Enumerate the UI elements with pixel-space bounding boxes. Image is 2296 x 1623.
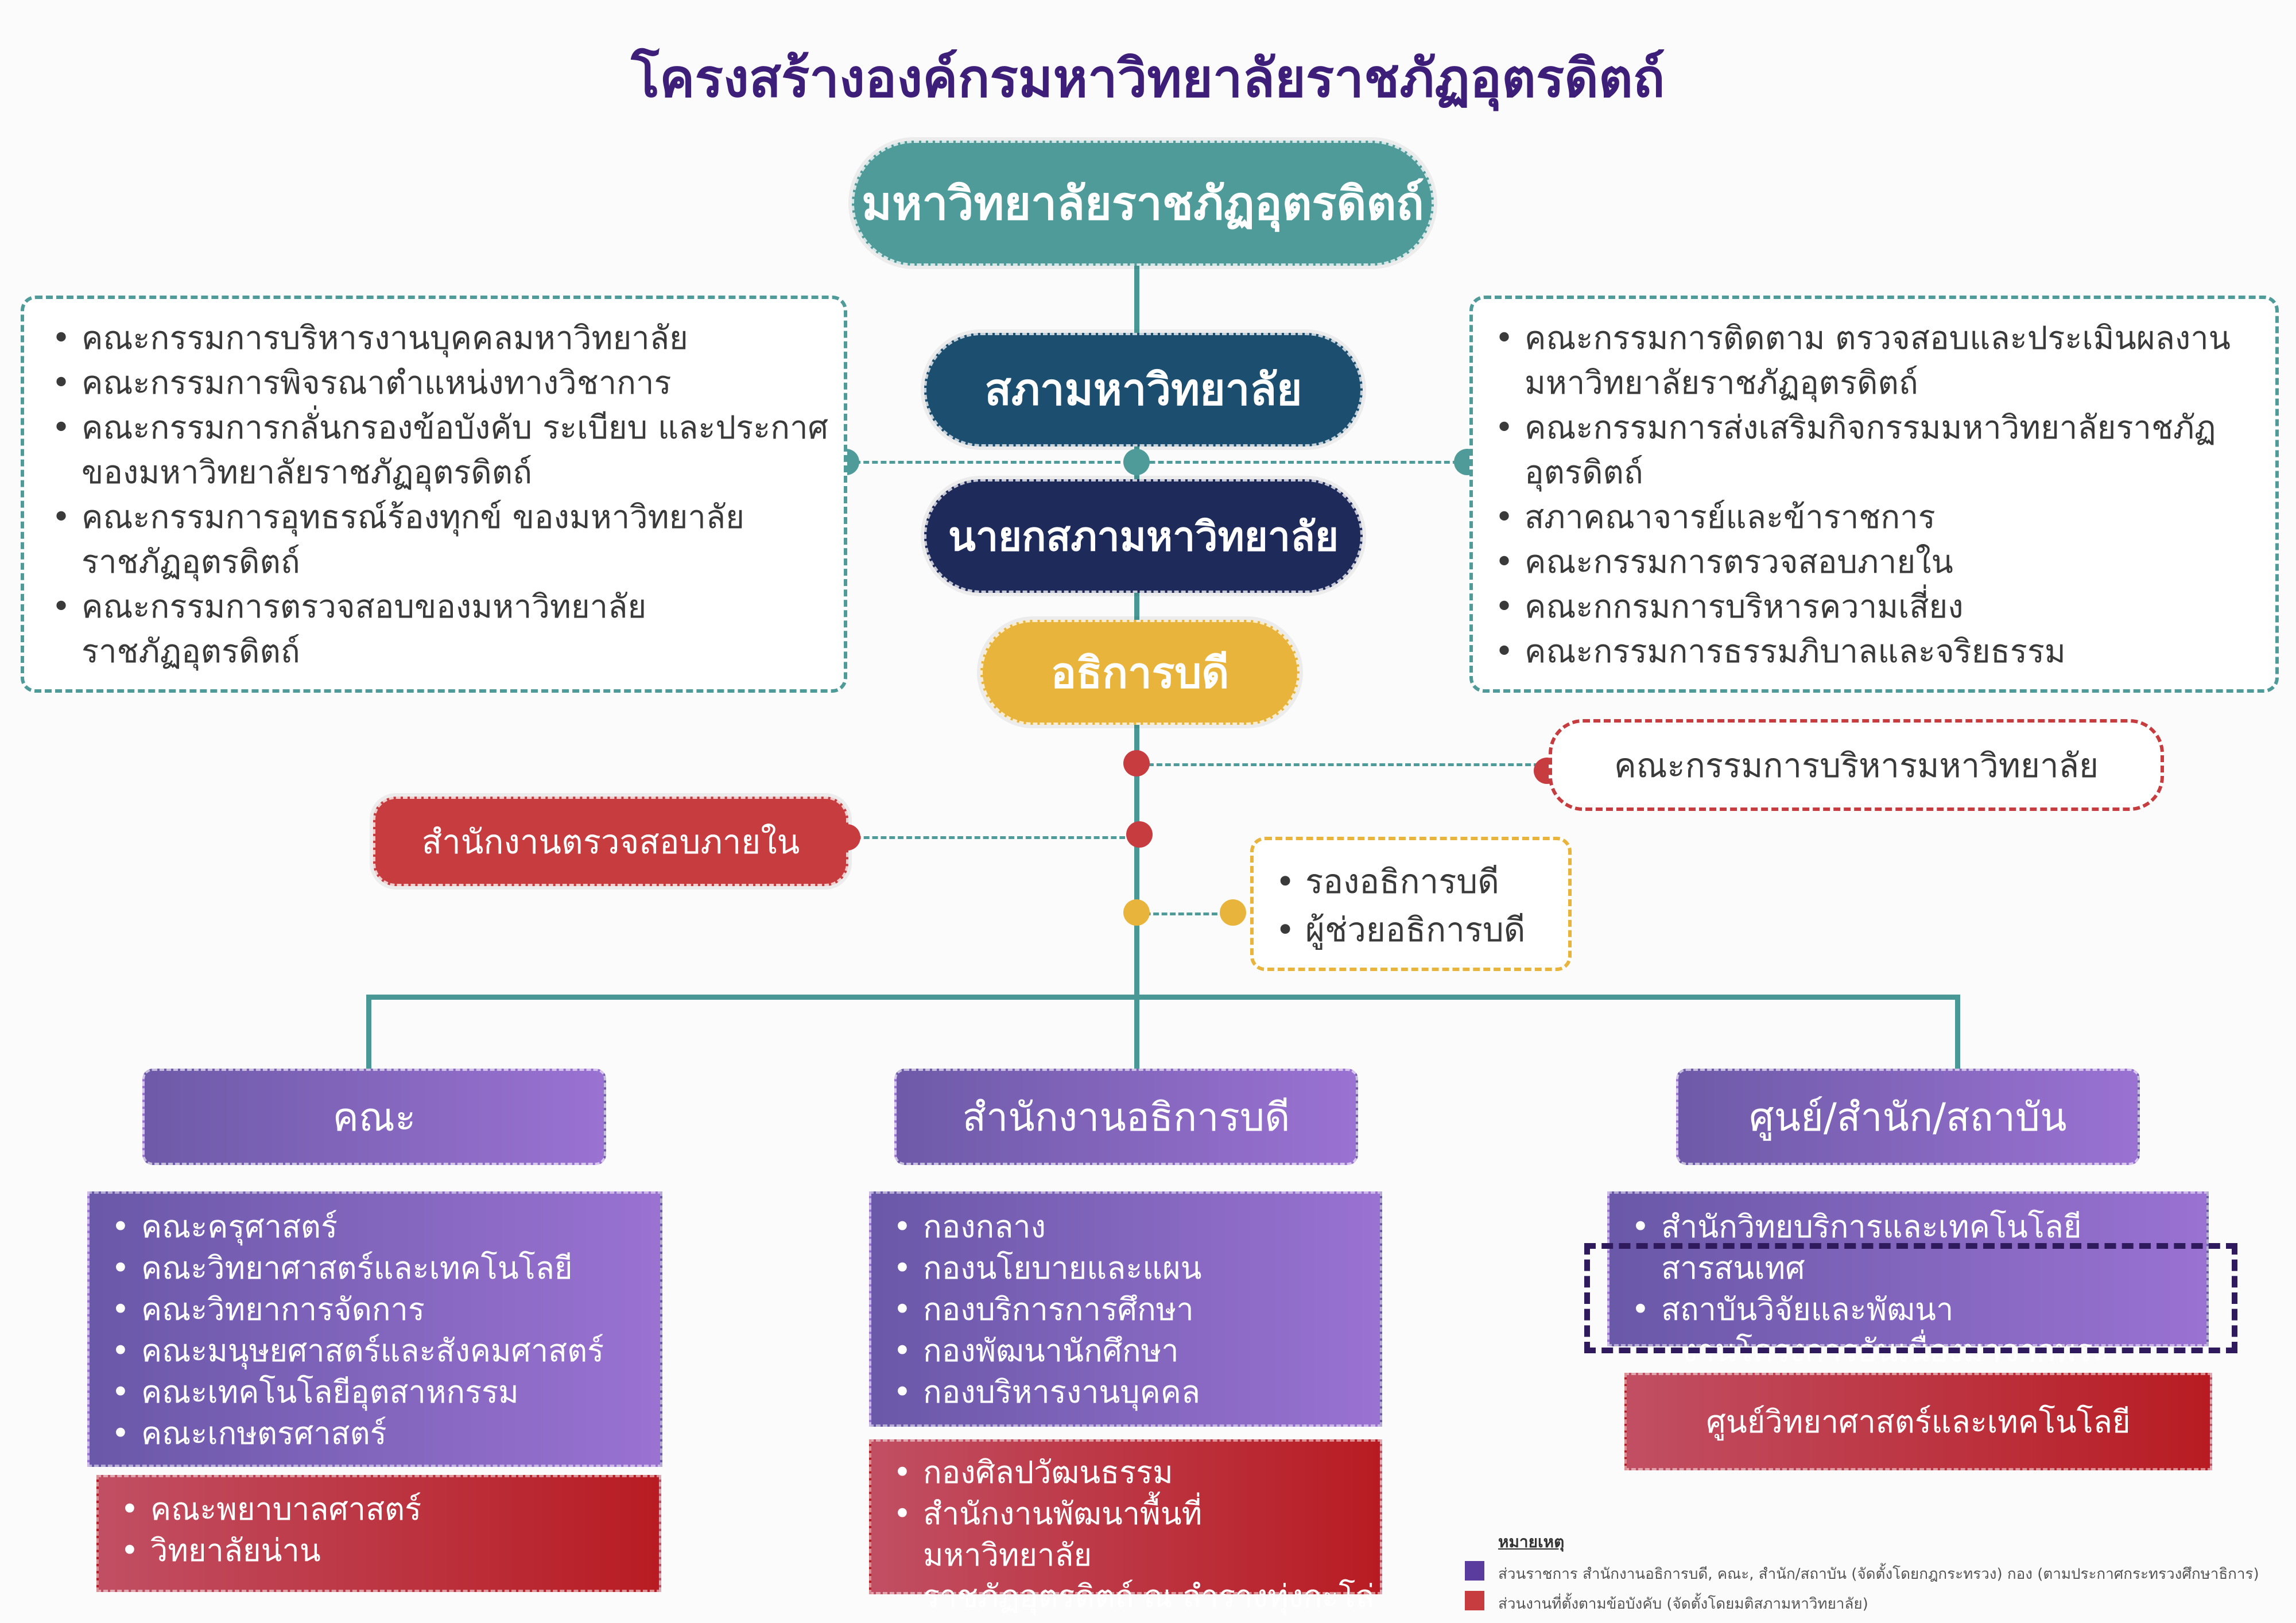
office-head-label: สำนักงานอธิการบดี bbox=[962, 1095, 1290, 1140]
vice-left-dot bbox=[1123, 899, 1150, 926]
exec-left-dot bbox=[1123, 750, 1150, 776]
exec-committee-label: คณะกรรมการบริหารมหาวิทยาลัย bbox=[1614, 746, 2099, 785]
list-item: กองนโยบายและแผน bbox=[883, 1248, 1380, 1289]
center-head-label: ศูนย์/สำนัก/สถาบัน bbox=[1749, 1095, 2067, 1140]
list-item: คณะกรรมการติดตาม ตรวจสอบและประเมินผลงานม… bbox=[1484, 316, 2231, 406]
list-item: สำนักวิทยบริการและเทคโนโลยีสารสนเทศ bbox=[1621, 1206, 2206, 1289]
list-item: กองพัฒนานักศึกษา bbox=[883, 1330, 1380, 1372]
list-item: คณะกรรมการส่งเสริมกิจกรรมมหาวิทยาลัยราชภ… bbox=[1484, 406, 2231, 495]
internal-audit-node[interactable]: สำนักงานตรวจสอบภายใน bbox=[373, 797, 848, 886]
audit-dashed-connector bbox=[847, 836, 1134, 839]
university-label: มหาวิทยาลัยราชภัฏอุตรดิตถ์ bbox=[862, 176, 1424, 230]
center-head[interactable]: ศูนย์/สำนัก/สถาบัน bbox=[1676, 1069, 2140, 1165]
office-head[interactable]: สำนักงานอธิการบดี bbox=[894, 1069, 1358, 1165]
list-item: วิทยาลัยน่าน bbox=[110, 1530, 659, 1571]
vice-item: รองอธิการบดี bbox=[1265, 857, 1525, 906]
list-item: คณะกรรมการบริหารงานบุคคลมหาวิทยาลัย bbox=[41, 316, 828, 361]
office-red-box: กองศิลปวัฒนธรรม สำนักงานพัฒนาพื้นที่ มหา… bbox=[869, 1439, 1382, 1614]
exec-dashed-connector bbox=[1139, 763, 1548, 766]
branch-connector bbox=[367, 995, 1960, 1000]
vice-box: รองอธิการบดี ผู้ช่วยอธิการบดี bbox=[1250, 837, 1572, 971]
faculty-head[interactable]: คณะ bbox=[142, 1069, 606, 1165]
left-committee-box: คณะกรรมการบริหารงานบุคคลมหาวิทยาลัย คณะก… bbox=[21, 296, 847, 693]
vice-right-dot bbox=[1220, 899, 1246, 926]
legend-red-text: ส่วนงานที่ตั้งตามข้อบังคับ (จัดตั้งโดยมต… bbox=[1498, 1595, 1868, 1613]
list-item: คณะกรรมการกลั่นกรองข้อบังคับ ระเบียบ และ… bbox=[41, 406, 828, 495]
council-label: สภามหาวิทยาลัย bbox=[984, 364, 1302, 415]
list-item: กองบริหารงานบุคคล bbox=[883, 1372, 1380, 1413]
council-president-label: นายกสภามหาวิทยาลัย bbox=[948, 512, 1339, 560]
list-item: คณะกรรมการอุทธรณ์ร้องทุกข์ ของมหาวิทยาลั… bbox=[41, 495, 828, 585]
president-label: อธิการบดี bbox=[1050, 648, 1230, 698]
list-item: คณะวิทยาการจัดการ bbox=[101, 1289, 660, 1330]
center-red-box[interactable]: ศูนย์วิทยาศาสตร์และเทคโนโลยี bbox=[1624, 1373, 2212, 1470]
list-item: คณะกรรมการพิจรณาตำแหน่งทางวิชาการ bbox=[41, 361, 828, 406]
legend-purple-text: ส่วนราชการ สำนักงานอธิการบดี, คณะ, สำนัก… bbox=[1498, 1566, 2259, 1583]
faculty-list-box: คณะครุศาสตร์ คณะวิทยาศาสตร์และเทคโนโลยี … bbox=[87, 1191, 662, 1467]
branch-right-drop bbox=[1955, 995, 1960, 1069]
university-node[interactable]: มหาวิทยาลัยราชภัฏอุตรดิตถ์ bbox=[852, 141, 1434, 266]
audit-right-dot bbox=[1126, 821, 1153, 848]
council-president-node[interactable]: นายกสภามหาวิทยาลัย bbox=[924, 479, 1363, 593]
list-item: กองศิลปวัฒนธรรม bbox=[883, 1452, 1380, 1493]
list-item: กองบริการการศึกษา bbox=[883, 1289, 1380, 1330]
president-node[interactable]: อธิการบดี bbox=[980, 620, 1300, 725]
committee-dashed-connector bbox=[846, 461, 1467, 464]
internal-audit-label: สำนักงานตรวจสอบภายใน bbox=[421, 822, 800, 861]
vice-item: ผู้ช่วยอธิการบดี bbox=[1265, 906, 1525, 954]
office-list-box: กองกลาง กองนโยบายและแผน กองบริการการศึกษ… bbox=[869, 1191, 1382, 1427]
legend-red-swatch bbox=[1465, 1591, 1484, 1610]
list-item: กองกลาง bbox=[883, 1206, 1380, 1248]
list-item: คณะกรรมการตรวจสอบของมหาวิทยาลัยราชภัฏอุต… bbox=[41, 585, 828, 674]
list-item: คณะพยาบาลศาสตร์ bbox=[110, 1489, 659, 1530]
highlight-outline bbox=[1584, 1243, 2237, 1353]
list-item: คณะครุศาสตร์ bbox=[101, 1206, 660, 1248]
audit-left-dot bbox=[834, 824, 860, 851]
legend-title: หมายเหตุ bbox=[1498, 1532, 1565, 1551]
faculty-red-box: คณะพยาบาลศาสตร์ วิทยาลัยน่าน bbox=[96, 1475, 661, 1592]
center-committee-dot bbox=[1123, 449, 1150, 475]
right-committee-box: คณะกรรมการติดตาม ตรวจสอบและประเมินผลงานม… bbox=[1469, 296, 2279, 693]
branch-left-drop bbox=[366, 995, 371, 1069]
vice-dashed-connector bbox=[1137, 913, 1234, 915]
center-red-label: ศูนย์วิทยาศาสตร์และเทคโนโลยี bbox=[1706, 1404, 2131, 1440]
list-item: คณะเกษตรศาสตร์ bbox=[101, 1413, 660, 1454]
list-item: สภาคณาจารย์และข้าราชการ bbox=[1484, 495, 2231, 540]
list-item: คณะวิทยาศาสตร์และเทคโนโลยี bbox=[101, 1248, 660, 1289]
list-item: คณะกรรมการธรรมภิบาลและจริยธรรม bbox=[1484, 630, 2231, 674]
list-item: สำนักงานพัฒนาพื้นที่ มหาวิทยาลัยราชภัฏอุ… bbox=[883, 1493, 1380, 1617]
list-item: คณะกรรมการตรวจสอบภายใน bbox=[1484, 540, 2231, 585]
list-item: คณะมนุษยศาสตร์และสังคมศาสตร์ bbox=[101, 1330, 660, 1372]
legend-purple-swatch bbox=[1465, 1561, 1484, 1581]
exec-committee-box[interactable]: คณะกรรมการบริหารมหาวิทยาลัย bbox=[1549, 719, 2164, 811]
list-item: คณะกกรมการบริหารความเสี่ยง bbox=[1484, 585, 2231, 630]
council-node[interactable]: สภามหาวิทยาลัย bbox=[924, 333, 1363, 446]
faculty-head-label: คณะ bbox=[332, 1095, 416, 1140]
list-item: คณะเทคโนโลยีอุตสาหกรรม bbox=[101, 1372, 660, 1413]
page-title: โครงสร้างองค์กรมหาวิทยาลัยราชภัฏอุตรดิตถ… bbox=[631, 48, 1665, 109]
